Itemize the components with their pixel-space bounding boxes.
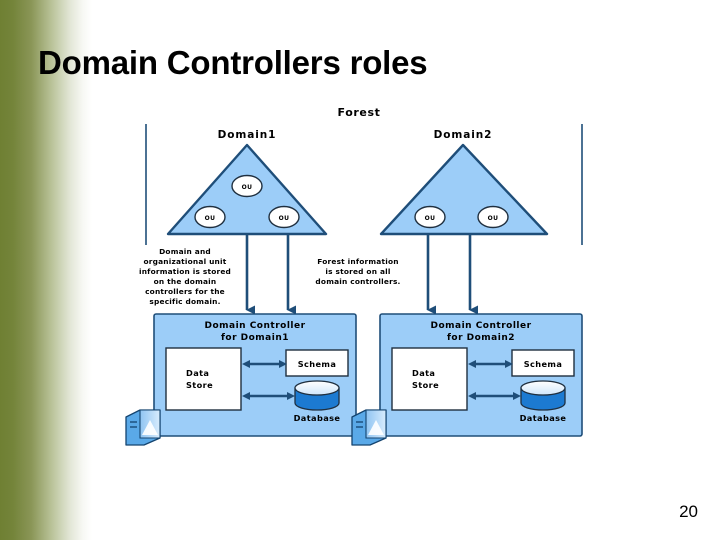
- forest-label: Forest: [338, 106, 381, 119]
- domain-1-ou-0[interactable]: OU: [231, 174, 263, 198]
- domain-controller-2-title-line1: Domain Controller: [430, 321, 531, 331]
- domain-controller-2-panel[interactable]: Domain Controller for Domain2 Data Store…: [351, 313, 583, 446]
- dc2-schema[interactable]: Schema: [511, 349, 575, 377]
- domain-2-ou-0[interactable]: OU: [414, 205, 446, 229]
- domain-controller-2-title-line2: for Domain2: [447, 333, 515, 343]
- domain-2-ou-0-label: OU: [425, 215, 436, 222]
- domain-2-group[interactable]: Domain2 OU OU: [379, 129, 549, 236]
- domain-controller-1-title-line2: for Domain1: [221, 333, 289, 343]
- domain-1-ou-1[interactable]: OU: [194, 205, 226, 229]
- domain-info-note-line-5: specific domain.: [149, 297, 220, 306]
- domain-controllers-diagram: Forest Domain1 OU OU: [110, 100, 610, 460]
- domain-2-ou-1[interactable]: OU: [477, 205, 509, 229]
- dc2-data-store-line1: Data: [412, 368, 435, 378]
- dc1-data-store[interactable]: Data Store: [165, 347, 242, 411]
- domain-1-ou-2[interactable]: OU: [268, 205, 300, 229]
- dc2-database[interactable]: Database: [520, 380, 567, 423]
- page-title: Domain Controllers roles: [38, 44, 428, 81]
- domain-2-triangle[interactable]: [379, 143, 549, 236]
- dc2-server-icon: [351, 409, 387, 446]
- dc2-database-label: Database: [520, 413, 567, 423]
- domain-2-label: Domain2: [434, 129, 493, 141]
- domain-controller-1-panel[interactable]: Domain Controller for Domain1 Data Store…: [125, 313, 357, 446]
- dc1-data-store-line1: Data: [186, 368, 209, 378]
- forest-info-note-line-2: domain controllers.: [315, 277, 400, 286]
- domain-info-note-line-4: controllers for the: [145, 287, 225, 296]
- dc2-data-store-line2: Store: [412, 380, 439, 390]
- domain-info-note-line-3: on the domain: [154, 277, 217, 286]
- dc1-schema[interactable]: Schema: [285, 349, 349, 377]
- forest-bracket: Forest: [145, 106, 583, 245]
- flow-arrows: [245, 234, 478, 315]
- dc1-data-store-line2: Store: [186, 380, 213, 390]
- domain-info-note: Domain and organizational unit informati…: [139, 247, 231, 306]
- domain-1-ou-1-label: OU: [205, 215, 216, 222]
- forest-info-note-line-1: is stored on all: [325, 267, 390, 276]
- dc2-schema-label: Schema: [524, 359, 563, 369]
- dc1-server-icon: [125, 409, 161, 446]
- domain-controller-1-title-line1: Domain Controller: [204, 321, 305, 331]
- domain-info-note-line-1: organizational unit: [144, 257, 227, 266]
- forest-info-note-line-0: Forest information: [317, 257, 398, 266]
- slide-left-accent-band: [0, 0, 92, 540]
- page-number: 20: [679, 502, 698, 521]
- domain-2-ou-1-label: OU: [488, 215, 499, 222]
- forest-info-note: Forest information is stored on all doma…: [315, 257, 400, 286]
- domain-1-ou-0-label: OU: [242, 184, 253, 191]
- dc1-database[interactable]: Database: [294, 380, 341, 423]
- domain-1-group[interactable]: Domain1 OU OU OU: [166, 129, 328, 236]
- domain-1-label: Domain1: [218, 129, 277, 141]
- dc1-schema-label: Schema: [298, 359, 337, 369]
- dc1-database-label: Database: [294, 413, 341, 423]
- domain-1-ou-2-label: OU: [279, 215, 290, 222]
- domain-info-note-line-2: information is stored: [139, 267, 231, 276]
- domain-info-note-line-0: Domain and: [159, 247, 211, 256]
- dc2-data-store[interactable]: Data Store: [391, 347, 468, 411]
